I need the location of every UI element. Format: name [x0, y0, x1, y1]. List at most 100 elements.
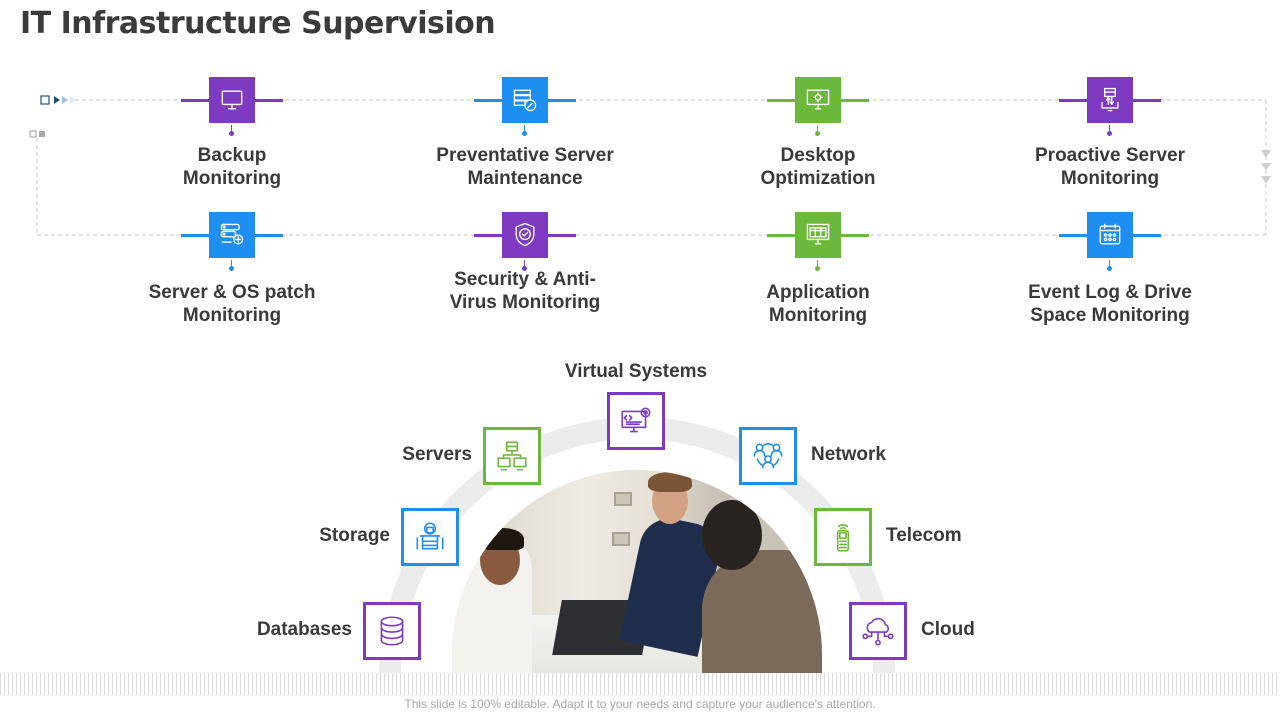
page-title: IT Infrastructure Supervision: [20, 6, 496, 41]
connector-bar: [181, 99, 209, 102]
arrow-icon: [62, 96, 68, 104]
people-network-icon: [753, 443, 783, 469]
connector-bar: [767, 234, 795, 237]
connector-stem: [524, 260, 526, 266]
service-label-line2: Space Monitoring: [1030, 305, 1190, 326]
down-arrow-icon: [1261, 176, 1271, 184]
cloud-network-icon: [862, 617, 894, 646]
hub-node-servers: [483, 427, 541, 485]
service-label-line2: Monitoring: [1060, 168, 1160, 189]
service-label-line2: Optimization: [760, 168, 876, 189]
hub-node-network: [739, 427, 797, 485]
service-icon-box: [1059, 212, 1161, 271]
hub-node-label: Telecom: [886, 525, 962, 546]
secure-storage-icon: [416, 522, 444, 550]
service-label-line1: Preventative Server: [436, 145, 614, 166]
code-monitor-gear-icon: [621, 407, 651, 433]
arrow-icon: [70, 96, 76, 104]
down-arrow-icon: [1261, 163, 1271, 171]
connector-dot: [522, 131, 527, 136]
calendar-icon: [1099, 223, 1121, 245]
hub-node-virtual-systems: [607, 392, 665, 450]
hub-node-label: Cloud: [921, 619, 975, 640]
hub-node-label: Network: [811, 444, 886, 465]
service-label-line2: Monitoring: [768, 305, 868, 326]
connector-bar: [1133, 99, 1161, 102]
footer-stripe-band: [0, 673, 1280, 695]
shield-check-icon: [515, 222, 535, 247]
connector-dot: [1107, 131, 1112, 136]
team-meeting-photo: [452, 470, 822, 675]
service-label-line1: Security & Anti-: [454, 269, 596, 290]
connector-bar: [474, 234, 502, 237]
connector-bar: [181, 234, 209, 237]
start-marker-icon: [40, 95, 50, 105]
hub-node-label: Storage: [319, 525, 390, 546]
connector-dot: [229, 131, 234, 136]
connector-stem: [231, 260, 233, 266]
mobile-phone-signal-icon: [836, 524, 850, 552]
hub-node-label: Servers: [402, 444, 472, 465]
connector-bar: [841, 234, 869, 237]
service-icon-box: [1059, 77, 1161, 136]
connector-dot: [1107, 266, 1112, 271]
database-icon: [380, 616, 404, 646]
application-monitor-icon: [806, 223, 830, 245]
end-marker-icon: [29, 130, 37, 138]
connector-bar: [1133, 234, 1161, 237]
connector-bar: [1059, 99, 1087, 102]
connector-dot: [815, 131, 820, 136]
connector-bar: [548, 99, 576, 102]
hub-node-label: Databases: [256, 619, 352, 640]
connector-stem: [1109, 125, 1111, 131]
service-label-line1: Backup: [197, 145, 267, 166]
connector-bar: [255, 234, 283, 237]
connector-stem: [524, 125, 526, 131]
service-icon-box: [474, 212, 576, 271]
service-label-line1: Proactive Server: [1035, 145, 1185, 166]
footer-note: This slide is 100% editable. Adapt it to…: [404, 697, 876, 711]
service-label: Security & Anti-Virus Monitoring: [415, 268, 635, 314]
service-icon-box: [767, 77, 869, 136]
connector-bar: [474, 99, 502, 102]
connector-bar: [841, 99, 869, 102]
connector-bar: [1059, 234, 1087, 237]
connector-bar: [255, 99, 283, 102]
connector-dot: [815, 266, 820, 271]
connector-stem: [817, 260, 819, 266]
connector-dot: [229, 266, 234, 271]
server-add-icon: [220, 223, 244, 245]
desktop-gear-icon: [806, 89, 830, 110]
hub-node-storage: [401, 508, 459, 566]
service-label-line2: Monitoring: [182, 305, 282, 326]
service-label-line1: Server & OS patch: [148, 282, 316, 303]
service-label-line1: Desktop: [780, 145, 856, 166]
connector-stem: [231, 125, 233, 131]
connector-stem: [817, 125, 819, 131]
service-icon-box: [474, 77, 576, 136]
service-label-line1: Event Log & Drive: [1028, 282, 1192, 303]
service-icon-box: [181, 77, 283, 136]
connector-stem: [1109, 260, 1111, 266]
service-label-line2: Virus Monitoring: [449, 292, 601, 313]
hub-node-telecom: [814, 508, 872, 566]
hub-node-cloud: [849, 602, 907, 660]
down-arrow-icon: [1261, 150, 1271, 158]
connector-bar: [767, 99, 795, 102]
service-icon-box: [181, 212, 283, 271]
hub-node-databases: [363, 602, 421, 660]
monitor-icon: [221, 90, 243, 110]
service-label-line2: Monitoring: [182, 168, 282, 189]
service-icon-box: [767, 212, 869, 271]
connector-bar: [548, 234, 576, 237]
service-label-line1: Application: [766, 282, 870, 303]
server-network-icon: [497, 441, 527, 471]
server-transfer-icon: [1101, 87, 1119, 112]
